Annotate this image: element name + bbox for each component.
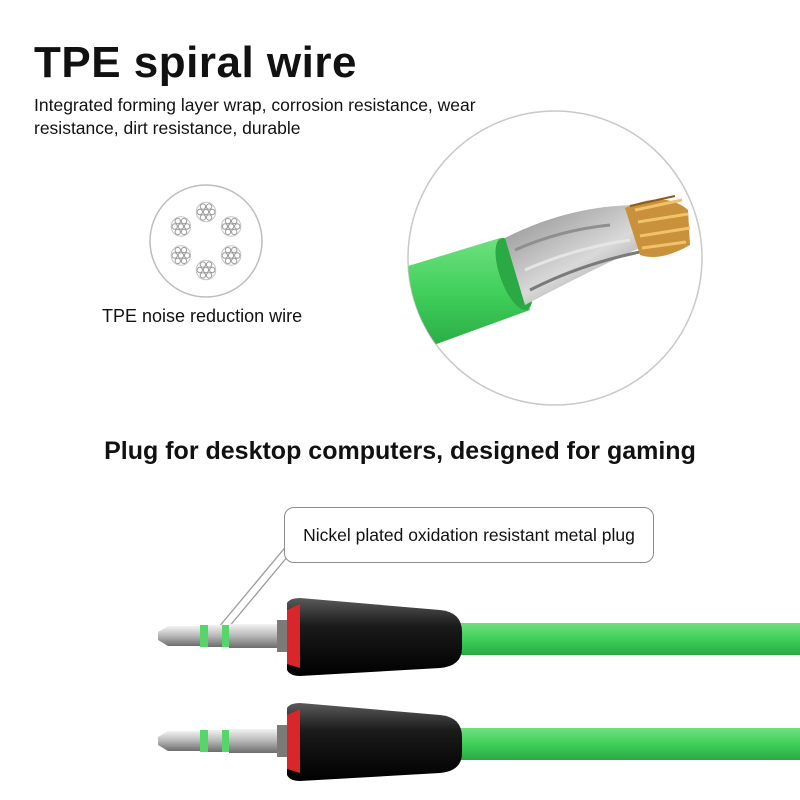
wire-strand — [196, 266, 204, 274]
wire-strand — [180, 246, 188, 254]
wire-strand — [199, 261, 207, 268]
wire-strand — [171, 223, 178, 230]
wire-strand — [180, 217, 188, 225]
wire-strand — [196, 208, 204, 216]
audio-plug-icon — [158, 703, 800, 781]
cable-closeup-icon — [407, 110, 703, 406]
wire-strand — [227, 252, 235, 259]
wire-strand — [221, 252, 229, 259]
wire-strand — [224, 246, 232, 254]
wire-strand — [231, 217, 238, 225]
wire-strand — [221, 223, 229, 230]
noise-reduction-label: TPE noise reduction wire — [102, 306, 303, 326]
subtitle: Integrated forming layer wrap, corrosion… — [34, 95, 476, 138]
wire-strand — [205, 261, 213, 268]
wire-strand — [183, 223, 191, 230]
wire-strand — [180, 257, 188, 265]
strand-bundle — [195, 201, 217, 223]
wire-strand — [202, 266, 210, 274]
wire-cross-section-icon — [149, 184, 263, 298]
plug-callout-text: Nickel plated oxidation resistant metal … — [303, 524, 635, 545]
wire-strand — [202, 208, 210, 216]
strand-bundle — [170, 216, 192, 237]
wire-strand — [209, 208, 216, 216]
strand-bundle — [220, 216, 242, 237]
wire-strand — [224, 257, 232, 265]
strand-bundle — [195, 259, 217, 281]
wire-strand — [177, 252, 185, 259]
wire-strand — [209, 266, 216, 274]
strand-bundle — [170, 245, 192, 266]
wire-strand — [205, 214, 213, 221]
wire-strand — [177, 223, 185, 230]
wire-strand — [174, 246, 182, 254]
wire-strand — [234, 252, 241, 259]
wire-strand — [205, 272, 213, 279]
wire-strand — [224, 228, 232, 236]
wire-strand — [199, 214, 207, 221]
wire-strand — [234, 223, 241, 230]
wire-strand — [227, 223, 235, 230]
wire-strand — [183, 252, 191, 259]
wire-strand — [180, 228, 188, 236]
page-title: TPE spiral wire — [34, 38, 357, 87]
wire-strand — [174, 228, 182, 236]
strand-bundle — [220, 245, 242, 266]
wire-strand — [231, 246, 238, 254]
wire-strand — [224, 217, 232, 225]
wire-strand — [199, 203, 207, 210]
wire-strand — [231, 228, 238, 236]
callout-pointer — [217, 543, 289, 629]
plug-section-heading: Plug for desktop computers, designed for… — [104, 437, 696, 465]
wire-strand — [231, 257, 238, 265]
audio-plug-icon — [158, 598, 800, 676]
plug-callout: Nickel plated oxidation resistant metal … — [284, 507, 654, 563]
wire-strand — [174, 217, 182, 225]
wire-strand — [199, 272, 207, 279]
wire-strand — [171, 252, 178, 259]
wire-strand — [174, 257, 182, 265]
wire-strand — [205, 203, 213, 210]
